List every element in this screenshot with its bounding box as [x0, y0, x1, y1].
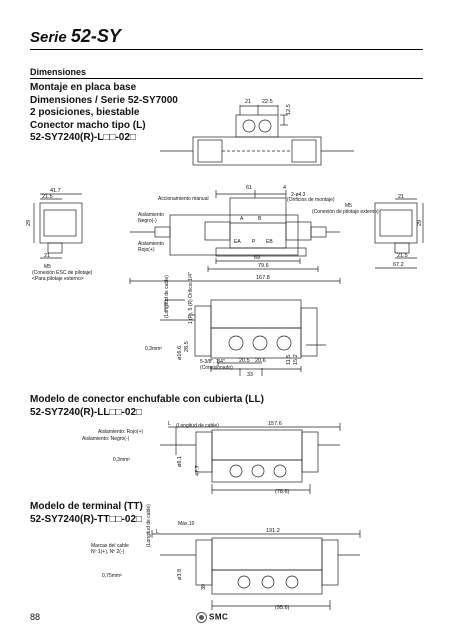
label-seccion-03-b: 0,3mm² [113, 457, 130, 463]
dim-20-6: 20.6 [255, 358, 266, 364]
label-negro-minus: Negro(-) [138, 218, 157, 224]
label-max10: Máx.10 [178, 521, 195, 527]
dim-61: 61 [246, 185, 252, 191]
dim-41-7: 41.7 [50, 188, 61, 194]
port-a: A [240, 216, 244, 222]
block1-line2: Dimensiones / Serie 52-SY7000 [30, 94, 178, 106]
label-aislamiento-negro: Aislamiento [138, 212, 164, 218]
label-marcas-2: Nº 1(+), Nº 2(-) [91, 549, 125, 555]
dim-12-5: 12.5 [286, 104, 292, 115]
dim-21-b: 21 [44, 253, 50, 259]
block2-drawing [160, 423, 341, 494]
label-orificios-1: 2-ø4.3 [291, 192, 306, 198]
port-eb: EB [266, 239, 273, 245]
dim-21-top: 21 [245, 99, 251, 105]
port-ea: EA [234, 239, 241, 245]
block2-model: 52-SY7240(R)-LL□□-02□ [30, 406, 143, 418]
dim-167-8: 167.8 [256, 275, 270, 281]
dim-33: 33 [247, 372, 253, 378]
smc-logo-icon [196, 612, 207, 623]
label-conexion-esc-1: (Conexión ESC de pilotaje) [32, 270, 93, 276]
label-conexion-piloto: (Conexión de pilotaje externo) [312, 209, 379, 215]
label-conexion-esc-2: <Para pilotaje externo> [32, 276, 84, 282]
block3-title: Modelo de terminal (TT) [30, 501, 143, 512]
dim-29-b: 29 [417, 220, 423, 226]
dim-4: 4 [283, 185, 286, 191]
section-rule [30, 78, 423, 79]
dim-15-2: 15.2 [293, 354, 299, 365]
dim-16-6: ø16.6 [177, 346, 183, 360]
port-p: P [252, 239, 256, 245]
block3-model: 52-SY7240(R)-TT□□-02□ [30, 513, 143, 525]
series-code: 52-SY [70, 26, 121, 46]
dim-191-2: 191.2 [266, 528, 280, 534]
dim-11-5: 11.5 [286, 355, 292, 365]
dim-67-2: 67.2 [393, 262, 404, 268]
dim-21-c: 21 [398, 194, 404, 200]
block1-model: 52-SY7240(R)-L□□-02□ [30, 132, 136, 143]
label-long-cable-3: (Longitud de cable) [146, 504, 152, 547]
block1-header: Montaje en placa base Dimensiones / Seri… [30, 82, 178, 145]
label-marcas-1: Marcas del cable [91, 543, 129, 549]
label-seccion-075: 0,75mm² [102, 573, 122, 579]
title-rule [30, 49, 423, 50]
label-aislamiento-rojo: Aislamiento [138, 241, 164, 247]
dim-78-6: (78.6) [275, 489, 290, 495]
dim-22-5: 22.5 [262, 99, 273, 105]
dim-79-6: 79.6 [258, 263, 269, 269]
dim-29: 29 [26, 220, 32, 226]
series-prefix: Serie [30, 29, 67, 46]
dim-95-6: (95.6) [275, 605, 290, 611]
block1-line3: 2 posiciones, biestable [30, 107, 140, 118]
page-number: 88 [30, 612, 41, 622]
label-orificio-1-2: 1 (P), 5 (R) Orificio 1/4" [188, 272, 194, 324]
block3-drawing [151, 530, 361, 610]
top-view-valve [160, 105, 354, 166]
label-accionamiento: Accionamiento manual [158, 196, 209, 202]
block1-line4: Conector macho tipo (L) [30, 119, 146, 131]
dim-69: 69 [254, 255, 260, 261]
brand-logo: SMC [196, 612, 228, 623]
dim-20-5: 20.5 [239, 358, 250, 364]
label-long-cable-2: (Longitud de cable) [176, 423, 219, 429]
block3-header: Modelo de terminal (TT) 52-SY7240(R)-TT□… [30, 501, 143, 526]
label-conexionado: (Conexionado) [200, 365, 233, 371]
main-side-view [33, 190, 424, 284]
label-seccion-03: 0,3mm² [145, 346, 162, 352]
dim-21-5-b: 21.5 [397, 253, 408, 259]
dim-21-5-a: 21.5 [42, 194, 53, 200]
label-aisl-rojo-plus: Aislamiento: Rojo(+) [98, 429, 143, 435]
label-m5-right: M5 [345, 203, 352, 209]
lower-side-view [160, 299, 326, 376]
block1-line1: Montaje en placa base [30, 82, 137, 93]
dim-39: 39 [201, 584, 207, 590]
port-b: B [258, 216, 262, 222]
dim-l-2: L [168, 421, 171, 427]
block2-header: Modelo de conector enchufable con cubier… [30, 394, 264, 419]
dim-phi6: ø6.1 [177, 456, 183, 467]
label-long-cable-small: (Longitud de cable) [164, 275, 170, 318]
dim-l-3: L [156, 529, 159, 535]
brand-text: SMC [209, 612, 229, 622]
label-m5-left: M5 [44, 264, 51, 270]
section-dimensiones: Dimensiones [30, 67, 87, 77]
block2-title: Modelo de conector enchufable con cubier… [30, 394, 264, 405]
dim-47-7: 47.7 [195, 465, 201, 476]
label-orificios-2: (Orificios de montaje) [287, 197, 335, 203]
dim-28-5: 28.5 [184, 341, 190, 352]
label-aisl-negro-minus: Aislamiento: Negro(-) [82, 436, 130, 442]
dim-phi-t: ø3.8 [177, 569, 183, 580]
label-orificio-5-3: 5-3/8", 1/4" [200, 359, 225, 365]
label-rojo-plus: Rojo(+) [138, 247, 155, 253]
series-title: Serie 52-SY [30, 26, 121, 47]
dim-157-6: 157.6 [268, 421, 282, 427]
